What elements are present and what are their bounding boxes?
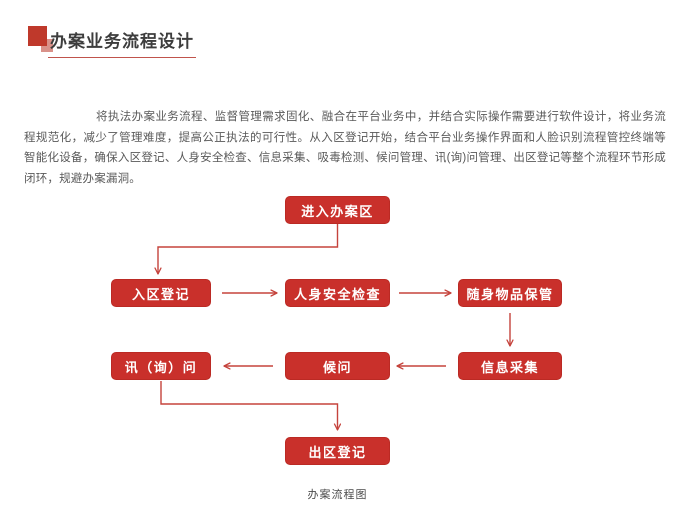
title-accent-squares-icon — [28, 26, 54, 53]
flow-node-info-collect: 信息采集 — [458, 352, 562, 380]
page-title: 办案业务流程设计 — [48, 27, 196, 58]
accent-square-dark — [28, 26, 47, 46]
intro-paragraph: 将执法办案业务流程、监督管理需求固化、融合在平台业务中，并结合实际操作需要进行软… — [24, 111, 666, 185]
flow-node-register-out: 出区登记 — [285, 437, 390, 465]
connector-interrogation-to-register-out — [160, 381, 338, 430]
flowchart-caption: 办案流程图 — [307, 489, 368, 501]
connector-enter-to-register-in — [158, 224, 339, 274]
flow-node-enter-area: 进入办案区 — [285, 196, 390, 224]
flow-node-safety-check: 人身安全检查 — [285, 279, 390, 307]
flow-node-register-in: 入区登记 — [111, 279, 211, 307]
flow-node-belongings-keep: 随身物品保管 — [458, 279, 562, 307]
flow-node-interrogation: 讯（询）问 — [111, 352, 211, 380]
flow-node-waiting: 候问 — [285, 352, 390, 380]
